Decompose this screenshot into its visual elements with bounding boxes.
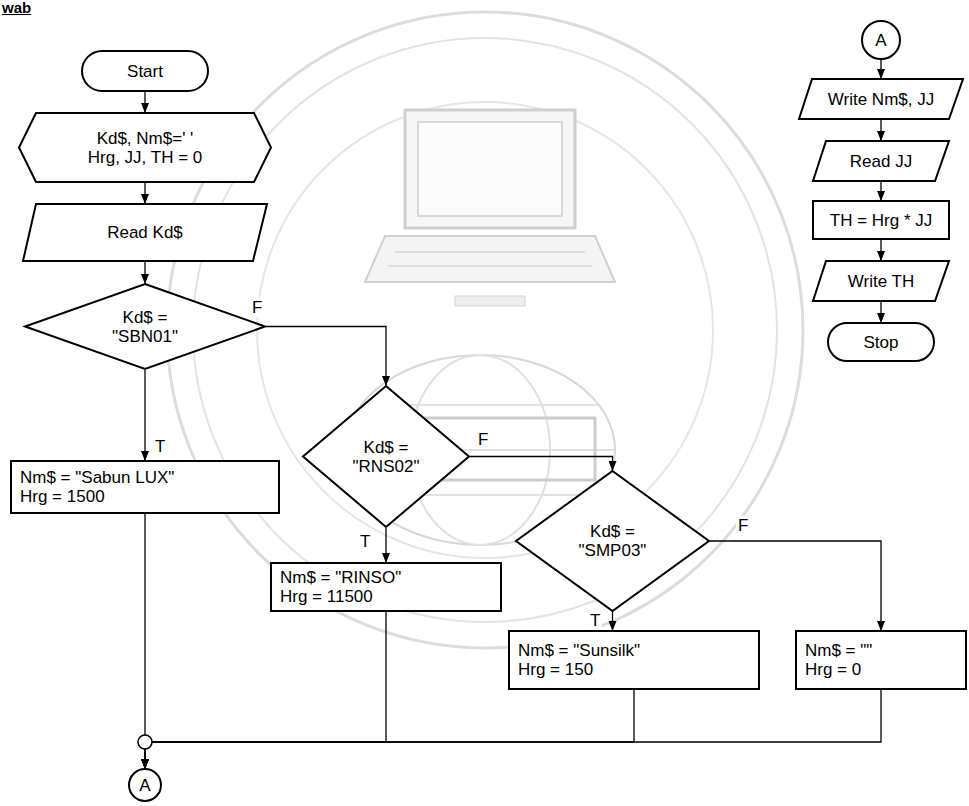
flow-arrow — [880, 302, 881, 322]
terminator: Stop — [827, 322, 935, 362]
node-text: Read JJ — [850, 152, 912, 171]
flow-arrow — [880, 240, 881, 260]
heading-fragment: wab — [2, 0, 31, 15]
io-parallelogram: Write Nm$, JJ — [798, 78, 964, 120]
flow-arrow — [266, 327, 386, 386]
node-text: Write Nm$, JJ — [828, 90, 934, 109]
branch-label: F — [250, 298, 264, 317]
branch-label: T — [153, 437, 167, 456]
flow-arrow — [612, 612, 613, 630]
node-text: Read Kd$ — [107, 223, 183, 242]
flow-arrow — [385, 528, 386, 562]
branch-label: T — [588, 611, 602, 630]
process-box: Nm$ = "Sabun LUX" Hrg = 1500 — [10, 460, 280, 514]
branch-label: F — [476, 430, 490, 449]
io-parallelogram: Read JJ — [812, 140, 950, 182]
flow-arrow — [710, 541, 881, 630]
flow-arrow — [144, 183, 145, 203]
connector-circle: A — [128, 768, 162, 802]
node-text: Kd$, Nm$=' ' Hrg, JJ, TH = 0 — [83, 129, 208, 167]
flow-arrow — [880, 60, 881, 78]
preparation-hexagon: Kd$, Nm$=' ' Hrg, JJ, TH = 0 — [18, 112, 272, 183]
node-text: Stop — [864, 333, 899, 352]
decision-diamond: Kd$ = "RNS02" — [302, 385, 470, 528]
process-box: Nm$ = "Sunsilk" Hrg = 150 — [508, 630, 760, 690]
flow-arrow — [145, 690, 634, 768]
process-box: Nm$ = "" Hrg = 0 — [795, 630, 967, 690]
branch-label: F — [736, 516, 750, 535]
flow-arrow — [144, 514, 145, 768]
node-text: Nm$ = "Sabun LUX" Hrg = 1500 — [20, 468, 195, 506]
io-parallelogram: Write TH — [812, 260, 950, 302]
branch-label: T — [358, 532, 372, 551]
connector-circle: A — [861, 20, 901, 60]
flow-arrow — [880, 182, 881, 200]
node-text: TH = Hrg * JJ — [830, 211, 933, 230]
node-text: Nm$ = "Sunsilk" Hrg = 150 — [518, 641, 658, 679]
node-text: Nm$ = "" Hrg = 0 — [805, 641, 895, 679]
node-text: Nm$ = "RINSO" Hrg = 11500 — [280, 568, 415, 606]
flow-arrow — [144, 370, 145, 460]
node-text: Kd$ = "SMP03" — [573, 522, 653, 560]
flow-arrow — [880, 120, 881, 140]
node-text: Kd$ = "SBN01" — [105, 308, 185, 346]
node-text: A — [139, 776, 150, 795]
io-parallelogram: Read Kd$ — [22, 203, 268, 262]
node-text: Write TH — [848, 272, 914, 291]
flow-arrow — [145, 612, 386, 768]
flow-arrow — [144, 262, 145, 283]
flow-arrow — [145, 690, 881, 768]
terminator: Start — [81, 50, 209, 92]
flow-arrow — [470, 457, 613, 471]
process-box: TH = Hrg * JJ — [812, 200, 950, 240]
decision-diamond: Kd$ = "SBN01" — [24, 283, 266, 370]
node-text: A — [875, 31, 886, 50]
process-box: Nm$ = "RINSO" Hrg = 11500 — [270, 562, 502, 612]
node-text: Kd$ = "RNS02" — [346, 438, 426, 476]
flow-arrow — [144, 92, 145, 112]
decision-diamond: Kd$ = "SMP03" — [515, 470, 710, 612]
node-text: Start — [127, 62, 163, 81]
